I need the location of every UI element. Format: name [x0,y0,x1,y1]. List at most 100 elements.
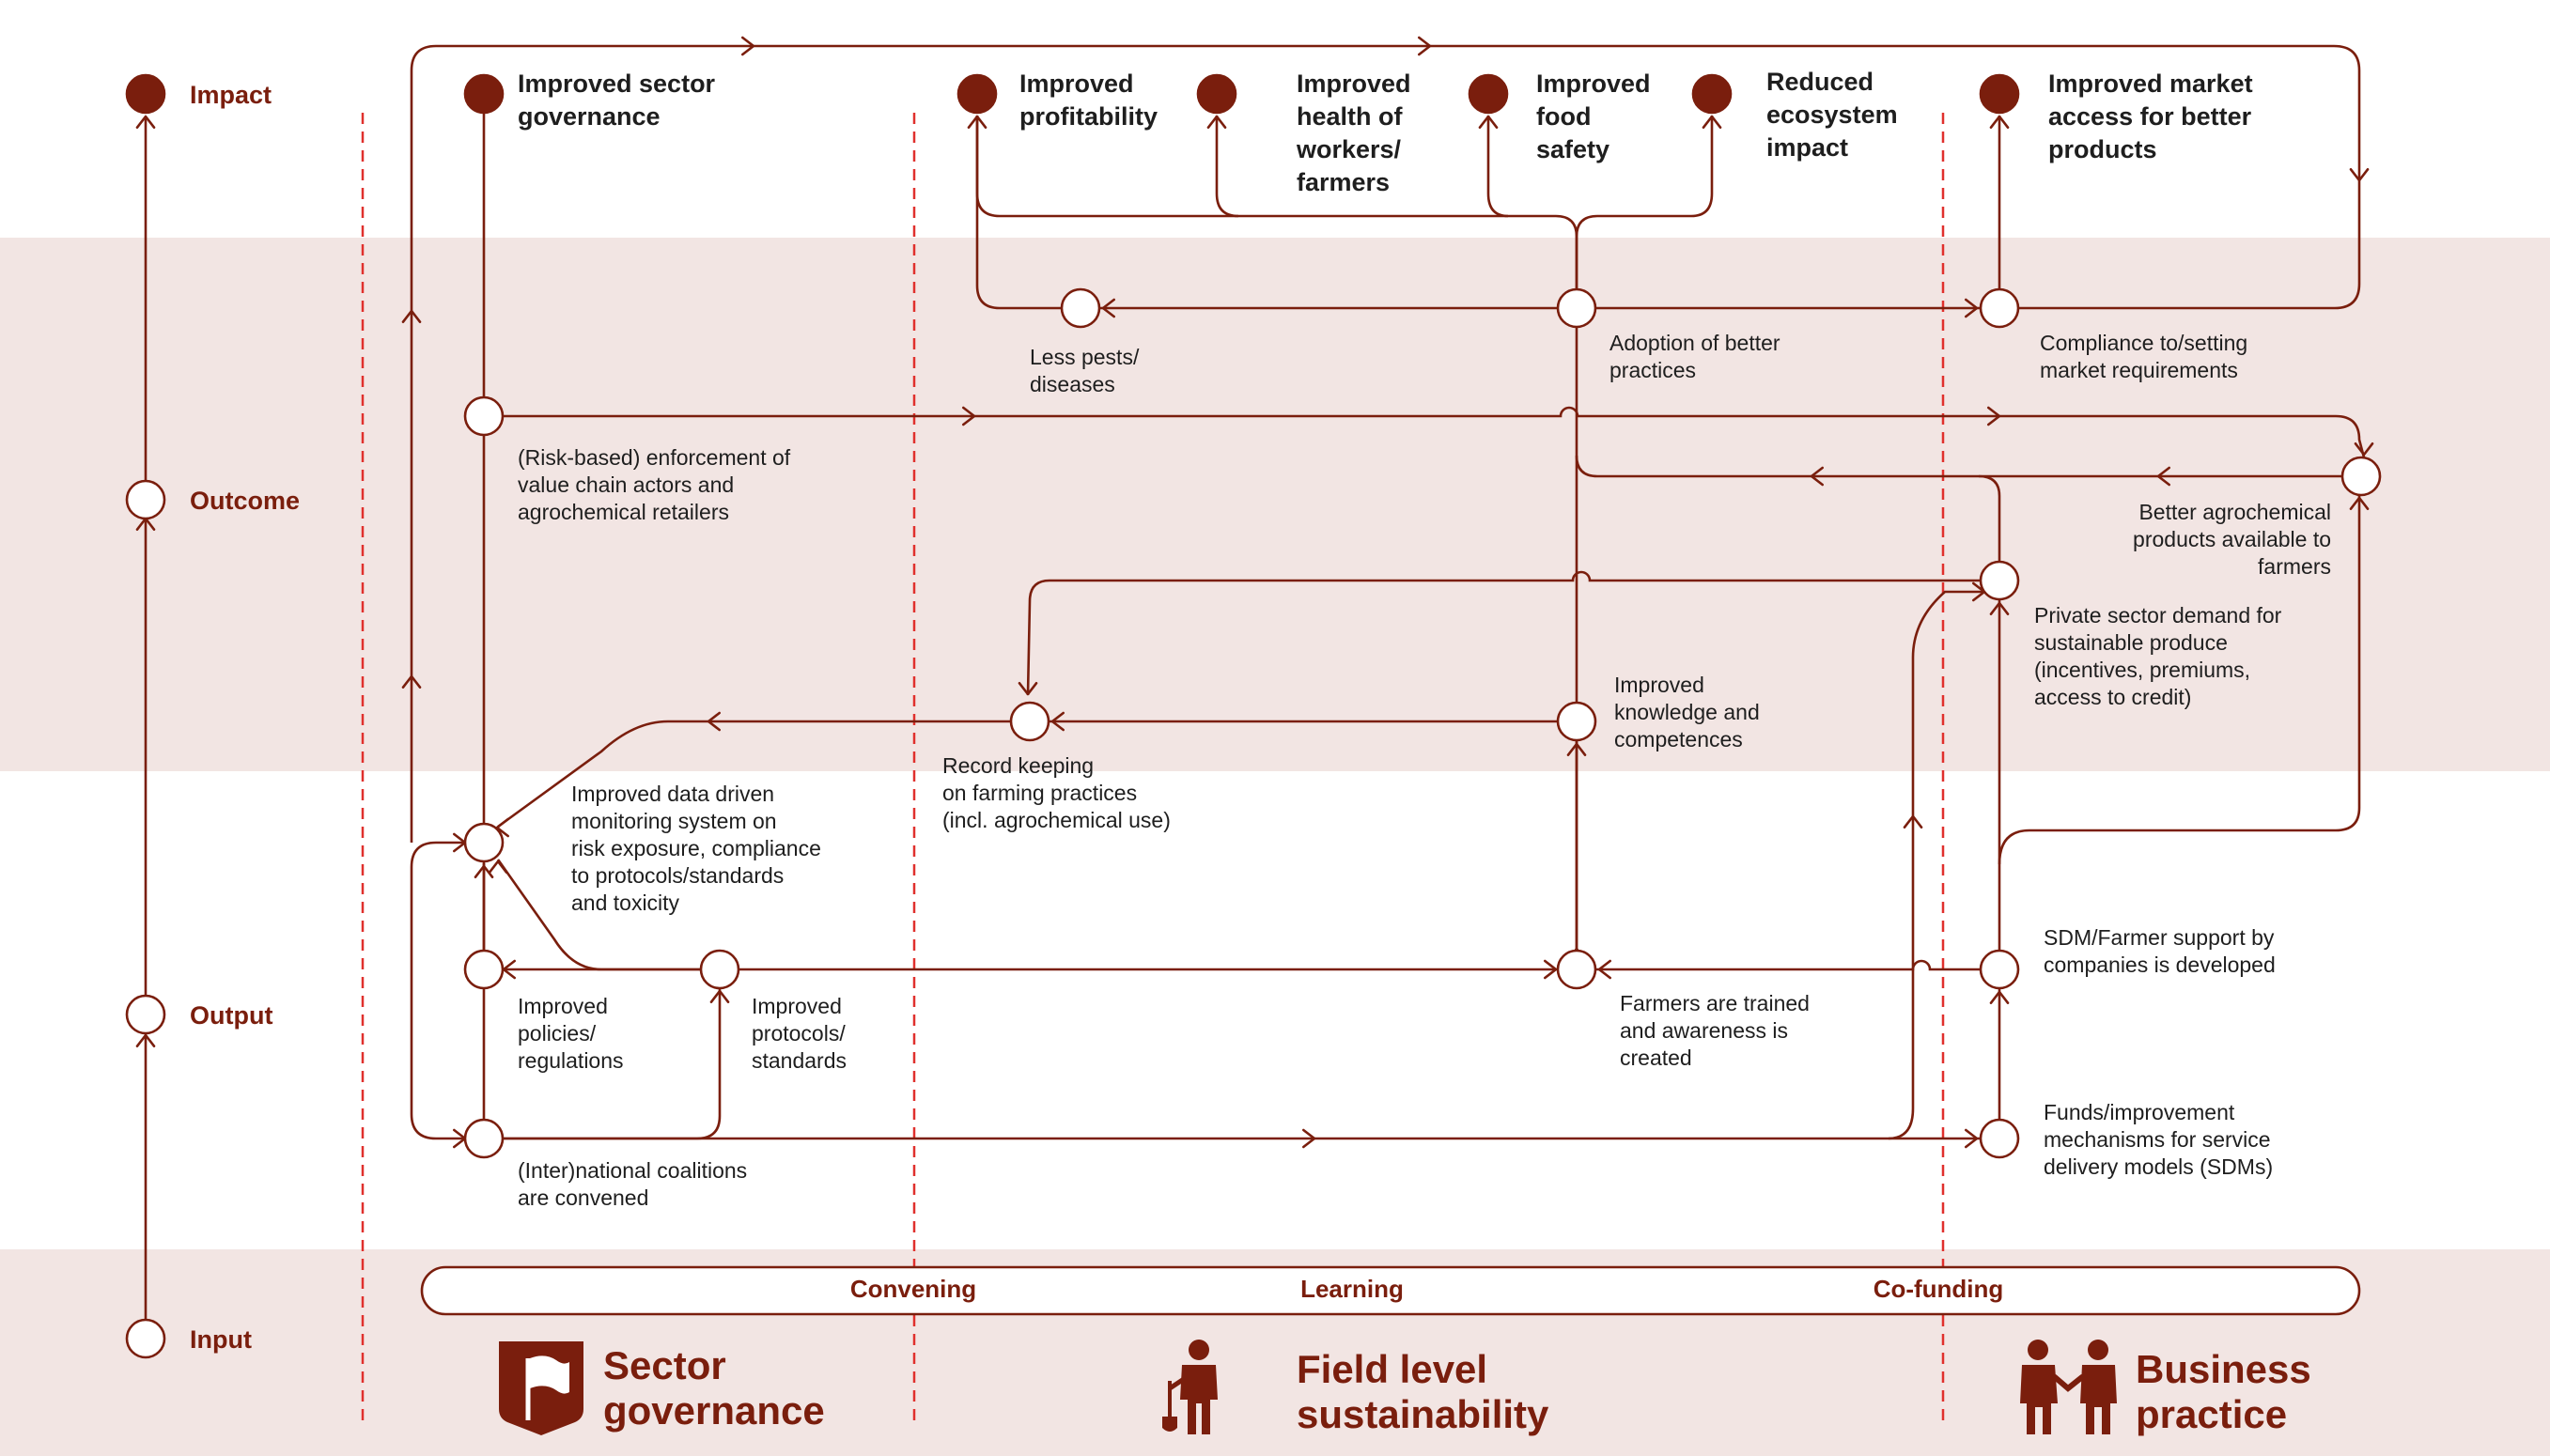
input-cofunding-label: Co-funding [1874,1275,2004,1303]
arrowhead-40 [2349,496,2370,511]
arrowhead-18 [1101,298,1115,318]
arrowhead-16 [2354,441,2374,457]
edge-demand-to-record [1026,570,1981,696]
arrowhead-28 [474,864,494,879]
pillar-icons [499,1340,2117,1435]
arrowhead-36 [1903,814,1923,829]
node-impact-level [125,73,166,115]
arrowhead-35 [1965,1128,1979,1149]
input-bar [420,1265,2361,1316]
arrowhead-0 [135,115,156,129]
edge-food-branch [1486,116,1509,218]
edge-demand-to-compliance [1978,474,2001,562]
edge-profit-branch [975,116,1578,238]
outcome-band [0,238,2550,771]
node-funds [1979,1118,2020,1159]
node-sdm-support [1979,949,2020,990]
edge-monitoring-left-loop [410,841,465,1140]
arrowhead-33 [709,989,730,1003]
connection-lines [144,44,2366,1334]
node-enforcement [463,395,505,437]
node-protocols [699,949,740,990]
level-impact-label: Impact [190,81,272,109]
arrowhead-6 [1478,115,1499,129]
arrowhead-12 [401,309,422,324]
arrowhead-4 [967,115,987,129]
arrowhead-26 [488,860,508,875]
farmer-with-shovel-icon [1162,1340,1218,1434]
edge-record-to-monitoring [497,720,1011,829]
arrowhead-22 [1018,681,1038,696]
edge-sdm-to-agrochem [1998,495,2361,865]
node-output-level [125,994,166,1035]
arrowhead-8 [1989,115,2010,129]
arrowheads [135,36,2374,1149]
node-policies [463,949,505,990]
edge-top-loop [410,44,2361,844]
handshake-people-icon [2020,1340,2117,1434]
arrowhead-30 [1597,959,1611,980]
edge-health-branch [1215,116,1239,218]
arrowhead-11 [2349,168,2370,182]
node-adoption [1556,287,1597,329]
arrowhead-19 [1965,298,1979,318]
node-impact-ecosystem [1691,73,1733,115]
node-monitoring [463,822,505,863]
edge-coalitions-to-demand [1888,590,1982,1140]
node-compliance [1979,287,2020,329]
flag-shield-icon [499,1341,583,1435]
arrowhead-29 [1544,959,1558,980]
edge-impact-split [1575,116,1714,308]
input-learning-label: Learning [1300,1275,1404,1303]
node-pests [1060,287,1101,329]
arrowhead-23 [707,711,722,732]
arrowhead-24 [1050,711,1065,732]
edge-demand-to-trained [1594,959,1981,971]
node-coalitions [463,1118,505,1159]
arrowhead-5 [1206,115,1227,129]
pillar-dividers [361,113,1945,1428]
level-output-label: Output [190,1001,272,1030]
arrowhead-13 [401,674,422,689]
input-convening-label: Convening [850,1275,976,1303]
arrowhead-10 [1418,36,1432,56]
arrowhead-34 [1302,1128,1316,1149]
arrowhead-39 [1989,601,2010,616]
arrowhead-2 [135,1033,156,1047]
node-impact-food [1468,73,1509,115]
node-trained [1556,949,1597,990]
arrowhead-21 [1810,466,1824,487]
node-record [1009,701,1050,742]
edge-pests-to-profit [975,116,1062,310]
nodes [125,73,2382,1359]
node-agrochem [2340,456,2382,497]
node-impact-profitability [956,73,998,115]
node-impact-market [1979,73,2020,115]
level-outcome-label: Outcome [190,487,300,515]
arrowhead-14 [962,406,976,426]
edge-market-return [1998,180,2361,310]
